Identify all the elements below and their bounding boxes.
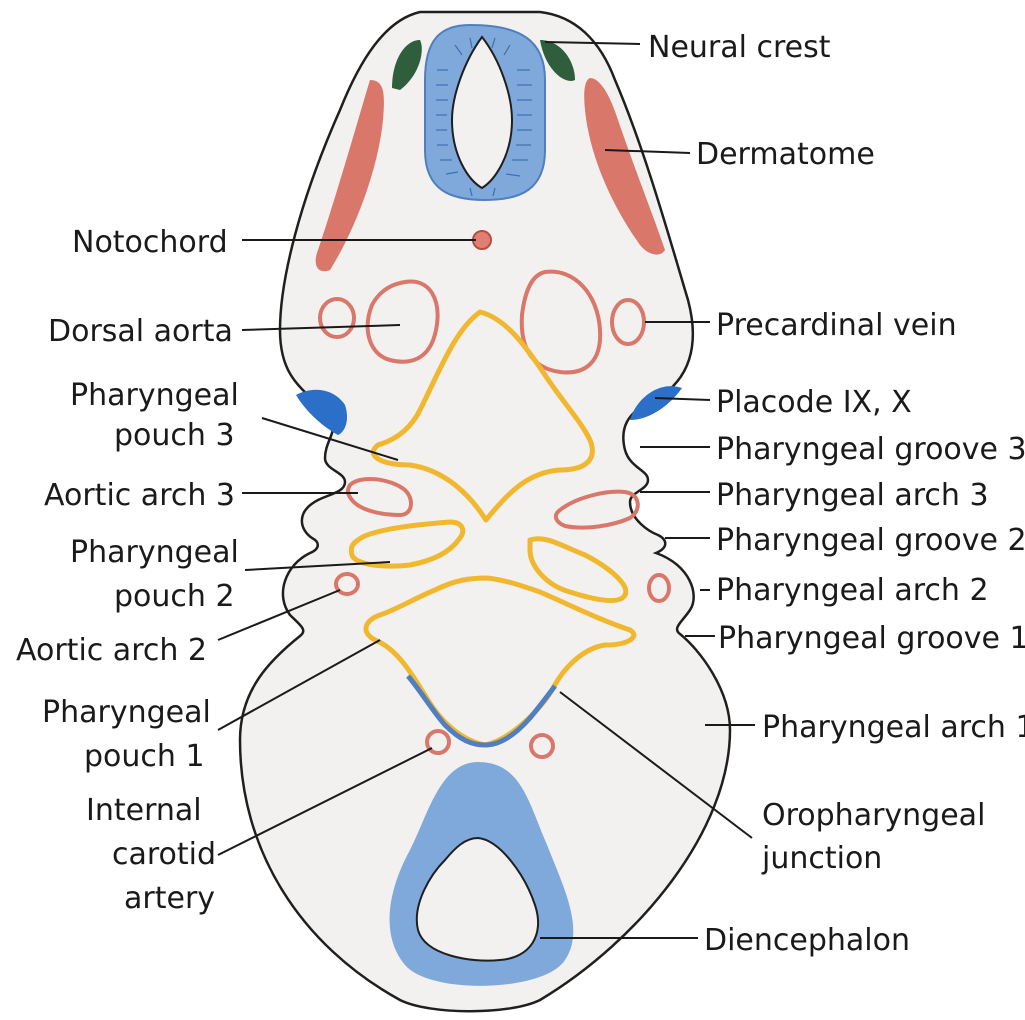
label-pharyngeal-pouch-2-line1: Pharyngeal <box>70 535 239 570</box>
label-precardinal-vein: Precardinal vein <box>716 308 957 343</box>
label-pharyngeal-pouch-2-line2: pouch 2 <box>114 579 235 614</box>
label-internal-carotid-line3: artery <box>124 881 215 916</box>
label-pharyngeal-pouch-1-line1: Pharyngeal <box>42 695 211 730</box>
label-aortic-arch-2: Aortic arch 2 <box>16 633 207 668</box>
label-pharyngeal-arch-2: Pharyngeal arch 2 <box>716 573 989 608</box>
label-internal-carotid-line1: Internal <box>86 793 202 828</box>
label-oropharyngeal-line2: junction <box>761 841 882 876</box>
label-pharyngeal-pouch-3-line1: Pharyngeal <box>70 378 239 413</box>
label-dorsal-aorta: Dorsal aorta <box>48 314 233 349</box>
label-pharyngeal-pouch-3-line2: pouch 3 <box>114 418 235 453</box>
label-diencephalon: Diencephalon <box>704 923 910 958</box>
label-aortic-arch-3: Aortic arch 3 <box>44 478 235 513</box>
label-oropharyngeal-line1: Oropharyngeal <box>762 798 985 833</box>
label-pharyngeal-groove-3: Pharyngeal groove 3 <box>716 432 1025 467</box>
label-placode-ix-x: Placode IX, X <box>716 385 912 420</box>
label-pharyngeal-arch-1: Pharyngeal arch 1 <box>762 710 1025 745</box>
label-pharyngeal-groove-2: Pharyngeal groove 2 <box>716 523 1025 558</box>
label-pharyngeal-arch-3: Pharyngeal arch 3 <box>716 478 989 513</box>
label-dermatome: Dermatome <box>696 137 875 172</box>
label-internal-carotid-line2: carotid <box>112 837 216 872</box>
label-notochord: Notochord <box>72 225 228 260</box>
label-pharyngeal-pouch-1-line2: pouch 1 <box>84 739 205 774</box>
label-pharyngeal-groove-1: Pharyngeal groove 1 <box>718 621 1025 656</box>
label-neural-crest: Neural crest <box>648 30 831 65</box>
